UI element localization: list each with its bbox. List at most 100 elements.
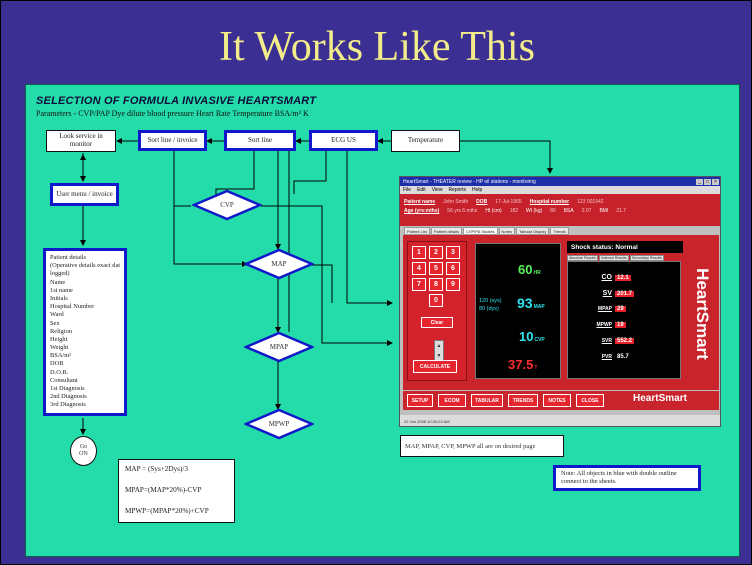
spinner-control[interactable]: ▲▼ — [434, 340, 444, 362]
connector — [346, 151, 393, 306]
heartsmart-window: HeartSmart - THEATER review - HP oil sta… — [399, 176, 721, 427]
result-row: PVR 85.7 — [568, 354, 636, 360]
nav-button[interactable]: SETUP — [407, 394, 433, 407]
keypad-key[interactable]: 4 — [412, 262, 426, 275]
results-tab[interactable]: Indexed Results — [598, 255, 629, 261]
temperature-readout: 37.5T — [508, 357, 538, 372]
results-tab[interactable]: Absolute Results — [567, 255, 598, 261]
hospital-number-label: Hospital number — [529, 199, 570, 205]
keypad-key[interactable]: 1 — [412, 246, 426, 259]
bmi-label: BMI — [599, 208, 609, 214]
connector — [261, 205, 393, 346]
mpap-decision: MPAP — [244, 331, 314, 363]
field-list-item: DOB — [50, 360, 64, 368]
keypad-key[interactable]: 8 — [429, 278, 443, 291]
app-tab[interactable]: Patient details — [430, 227, 462, 235]
result-label: MPAP — [597, 306, 612, 312]
cvp-decision: CVP — [192, 189, 262, 221]
maximize-icon[interactable]: □ — [704, 178, 711, 185]
dob-value: 17-Jul-1965 — [495, 199, 522, 205]
nav-button[interactable]: TABULAR — [471, 394, 503, 407]
patient-name-value: John Smith — [443, 199, 469, 205]
bmi-value: 21.7 — [616, 208, 627, 214]
field-list-item: 1st Diagnosis — [50, 385, 85, 392]
keypad-key[interactable]: 7 — [412, 278, 426, 291]
field-list-item: Consultant — [50, 376, 78, 384]
result-value: 201.7 — [615, 290, 635, 297]
results-tab[interactable]: Secondary Results — [629, 255, 664, 261]
bottom-toolbar: HeartSmart SETUP ECOM TABULAR TRENDS NOTES CL… — [403, 391, 719, 410]
result-value: 85.7 — [617, 354, 629, 360]
result-label: CO — [601, 274, 613, 281]
spin-down-icon[interactable]: ▼ — [436, 353, 442, 359]
bp-readout: 120 (sys) 80 (dys) — [479, 298, 502, 313]
keypad-key[interactable]: 2 — [429, 246, 443, 259]
hospital-number-value: 123 001542 — [577, 199, 604, 205]
screen-caption: MAP, MPAP, CVP, MPWP all are on desired … — [400, 435, 564, 457]
app-titlebar: HeartSmart - THEATER review - HP oil sta… — [400, 177, 720, 186]
formula-mpwp: MPWP=(MPAP*20%)+CVP — [125, 507, 209, 515]
result-value: 19 — [615, 322, 626, 328]
field-list-item: Name — [50, 278, 66, 286]
nav-button[interactable]: NOTES — [543, 394, 571, 407]
clear-button[interactable]: Clear — [421, 317, 453, 328]
formula-mpap: MPAP=(MAP*20%)-CVP — [125, 486, 202, 494]
app-tab[interactable]: Trends — [550, 227, 569, 235]
result-label: PVR — [601, 354, 612, 360]
result-value: 12.1 — [615, 274, 631, 281]
field-list-item: 1st name — [50, 286, 73, 294]
app-tab[interactable]: Notes — [498, 227, 515, 235]
menu-item[interactable]: Help — [471, 187, 483, 193]
parameters-line: Parameters - CVP/PAP Dye dilute blood pr… — [36, 109, 309, 118]
close-icon[interactable]: × — [712, 178, 719, 185]
bsa-label: BSA — [563, 208, 574, 214]
spin-up-icon[interactable]: ▲ — [436, 343, 442, 349]
look-service-box: Look service in monitor — [46, 130, 116, 152]
app-menubar: File Edit View Reports Help — [400, 186, 720, 194]
connector — [460, 140, 553, 174]
result-label: SV — [602, 290, 612, 297]
menu-item[interactable]: Edit — [417, 187, 426, 193]
cvp-readout: 10CVP — [519, 329, 545, 344]
nav-button[interactable]: CLOSE — [576, 394, 604, 407]
height-value: 182 — [509, 208, 519, 214]
calculate-button[interactable]: CALCULATE — [413, 360, 457, 373]
field-list-item: D.O.B. — [50, 368, 69, 376]
age-value: 56 yrs 6 mths — [447, 208, 478, 214]
menu-item[interactable]: View — [431, 187, 443, 193]
heartsmart-logo: HeartSmart — [633, 393, 687, 404]
keypad-key[interactable]: 0 — [429, 294, 443, 307]
app-tab[interactable]: CVP/PA Studies — [462, 227, 498, 235]
connector — [293, 151, 327, 194]
nav-button[interactable]: TRENDS — [508, 394, 538, 407]
app-tab[interactable]: Tabular Display — [516, 227, 550, 235]
blue-objects-note: Note: All objects in blue with double ou… — [553, 465, 701, 491]
field-list-item: Weight — [50, 344, 69, 352]
field-list-item: Sex — [50, 319, 60, 327]
weight-value: 80 — [550, 208, 556, 214]
field-list-item: Height — [50, 335, 68, 343]
nav-button[interactable]: ECOM — [438, 394, 466, 407]
app-tab[interactable]: Patient List — [404, 227, 430, 235]
keypad-key[interactable]: 9 — [446, 278, 460, 291]
menu-item[interactable]: File — [403, 187, 412, 193]
menu-item[interactable]: Reports — [448, 187, 466, 193]
keypad-key[interactable]: 3 — [446, 246, 460, 259]
field-list-item: (Operative details exact data — [50, 262, 120, 270]
result-value: 29 — [615, 306, 626, 312]
keypad-key[interactable]: 5 — [429, 262, 443, 275]
patient-field-list: Patient details(Operative details exact … — [43, 248, 127, 416]
minimize-icon[interactable]: _ — [696, 178, 703, 185]
field-list-item: logged) — [50, 270, 70, 278]
field-list-item: Patient details — [50, 254, 87, 261]
sort-line-box: Sort line — [224, 130, 296, 151]
keypad-key[interactable]: 6 — [446, 262, 460, 275]
flowchart-canvas: SELECTION OF FORMULA INVASIVE HEARTSMART… — [25, 84, 740, 557]
